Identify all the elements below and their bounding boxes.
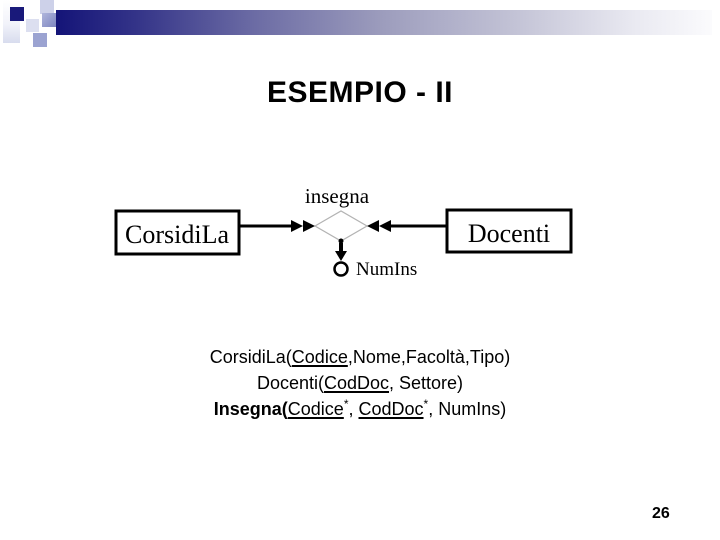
- schema-text: , NumIns): [428, 399, 507, 419]
- deco-medium-square-2: [33, 33, 47, 47]
- entity-box-corsidila: [114, 209, 241, 256]
- arrowhead-right-2: [379, 220, 391, 232]
- schema-text-bold: Insegna(: [213, 399, 288, 419]
- entity-label-corsidila: CorsidiLa: [125, 220, 229, 249]
- schema-text: CorsidiLa(: [209, 347, 292, 367]
- arrowhead-left-1: [291, 220, 303, 232]
- schema-key-underlined: CodDoc: [358, 399, 424, 419]
- slide-title: ESEMPIO - II: [266, 76, 454, 109]
- arrowhead-left-2: [303, 220, 315, 232]
- schema-asterisk: *: [423, 397, 429, 411]
- page-number: 26: [652, 505, 670, 522]
- deco-pale-square-1: [26, 19, 39, 32]
- attribute-label: NumIns: [356, 259, 417, 280]
- diamond-anchor-dot: [338, 238, 344, 244]
- deco-medium-square-1: [42, 13, 56, 27]
- arrowhead-right-1: [367, 220, 379, 232]
- deco-pale-square-2: [40, 0, 54, 14]
- schema-line-insegna: Insegna(Codice*, CodDoc*, NumIns): [0, 396, 720, 422]
- schema-text: ,: [348, 399, 359, 419]
- schema-key-underlined: CodDoc: [323, 373, 390, 393]
- relationship-label: insegna: [305, 184, 370, 208]
- schema-key-underlined: Codice: [291, 347, 348, 367]
- attribute-circle: [333, 261, 349, 277]
- schema-key-underlined: Codice: [287, 399, 344, 419]
- schema-text: , Settore): [389, 373, 464, 393]
- schema-block: CorsidiLa(Codice,Nome,Facoltà,Tipo) Doce…: [0, 344, 720, 422]
- schema-line-corsidila: CorsidiLa(Codice,Nome,Facoltà,Tipo): [0, 344, 720, 370]
- schema-text: Docenti(: [256, 373, 324, 393]
- relationship-diamond: [313, 210, 369, 242]
- schema-asterisk: *: [343, 397, 349, 411]
- deco-navy-square: [10, 7, 24, 21]
- schema-text: ,Nome,Facoltà,Tipo): [347, 347, 511, 367]
- entity-box-docenti: [445, 208, 573, 254]
- schema-line-docenti: Docenti(CodDoc, Settore): [0, 370, 720, 396]
- er-diagram: insegna CorsidiLa Docenti NumIns: [114, 184, 573, 280]
- deco-header-gradient-bar: [56, 10, 712, 35]
- arrowhead-down: [335, 251, 347, 261]
- entity-label-docenti: Docenti: [468, 219, 550, 248]
